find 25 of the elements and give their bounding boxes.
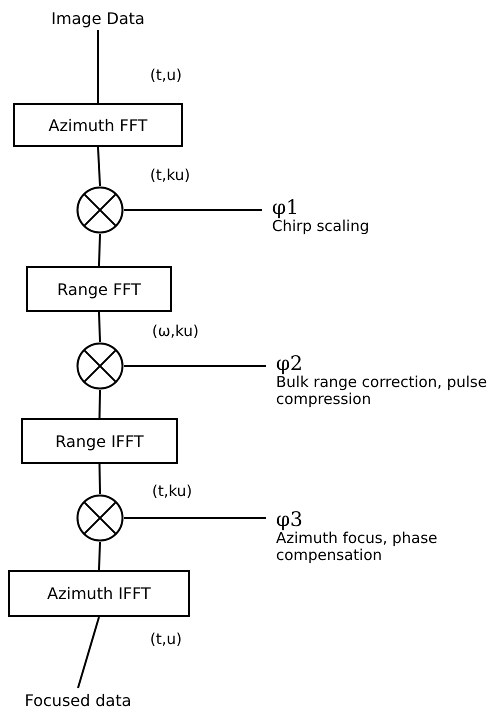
edge-label: (t,u) xyxy=(148,66,184,84)
connector-line xyxy=(97,146,101,186)
connector-line xyxy=(77,616,100,688)
process-box: Range FFT xyxy=(26,266,172,312)
connector-line xyxy=(124,365,266,367)
phase-function-label: φ1 xyxy=(272,196,300,218)
phase-function-label: φ2 xyxy=(276,352,304,374)
connector-line xyxy=(98,464,101,494)
connector-line xyxy=(124,209,262,211)
signal-text: Focused data xyxy=(18,688,138,712)
process-box: Range IFFT xyxy=(21,418,178,464)
description-text: Bulk range correction, pulse compression xyxy=(276,374,488,408)
connector-line xyxy=(98,390,101,418)
connector-line xyxy=(98,542,101,570)
connector-line xyxy=(98,312,101,342)
description-text: Chirp scaling xyxy=(272,218,370,236)
connector-line xyxy=(97,30,99,103)
description-text: Azimuth focus, phase compensation xyxy=(276,530,438,564)
process-box: Azimuth FFT xyxy=(13,103,183,147)
connector-line xyxy=(98,234,101,266)
edge-label: (t,u) xyxy=(148,630,184,648)
phase-function-label: φ3 xyxy=(276,508,304,530)
connector-line xyxy=(124,517,266,519)
signal-text: Image Data xyxy=(48,6,148,30)
process-box: Azimuth IFFT xyxy=(8,570,190,617)
